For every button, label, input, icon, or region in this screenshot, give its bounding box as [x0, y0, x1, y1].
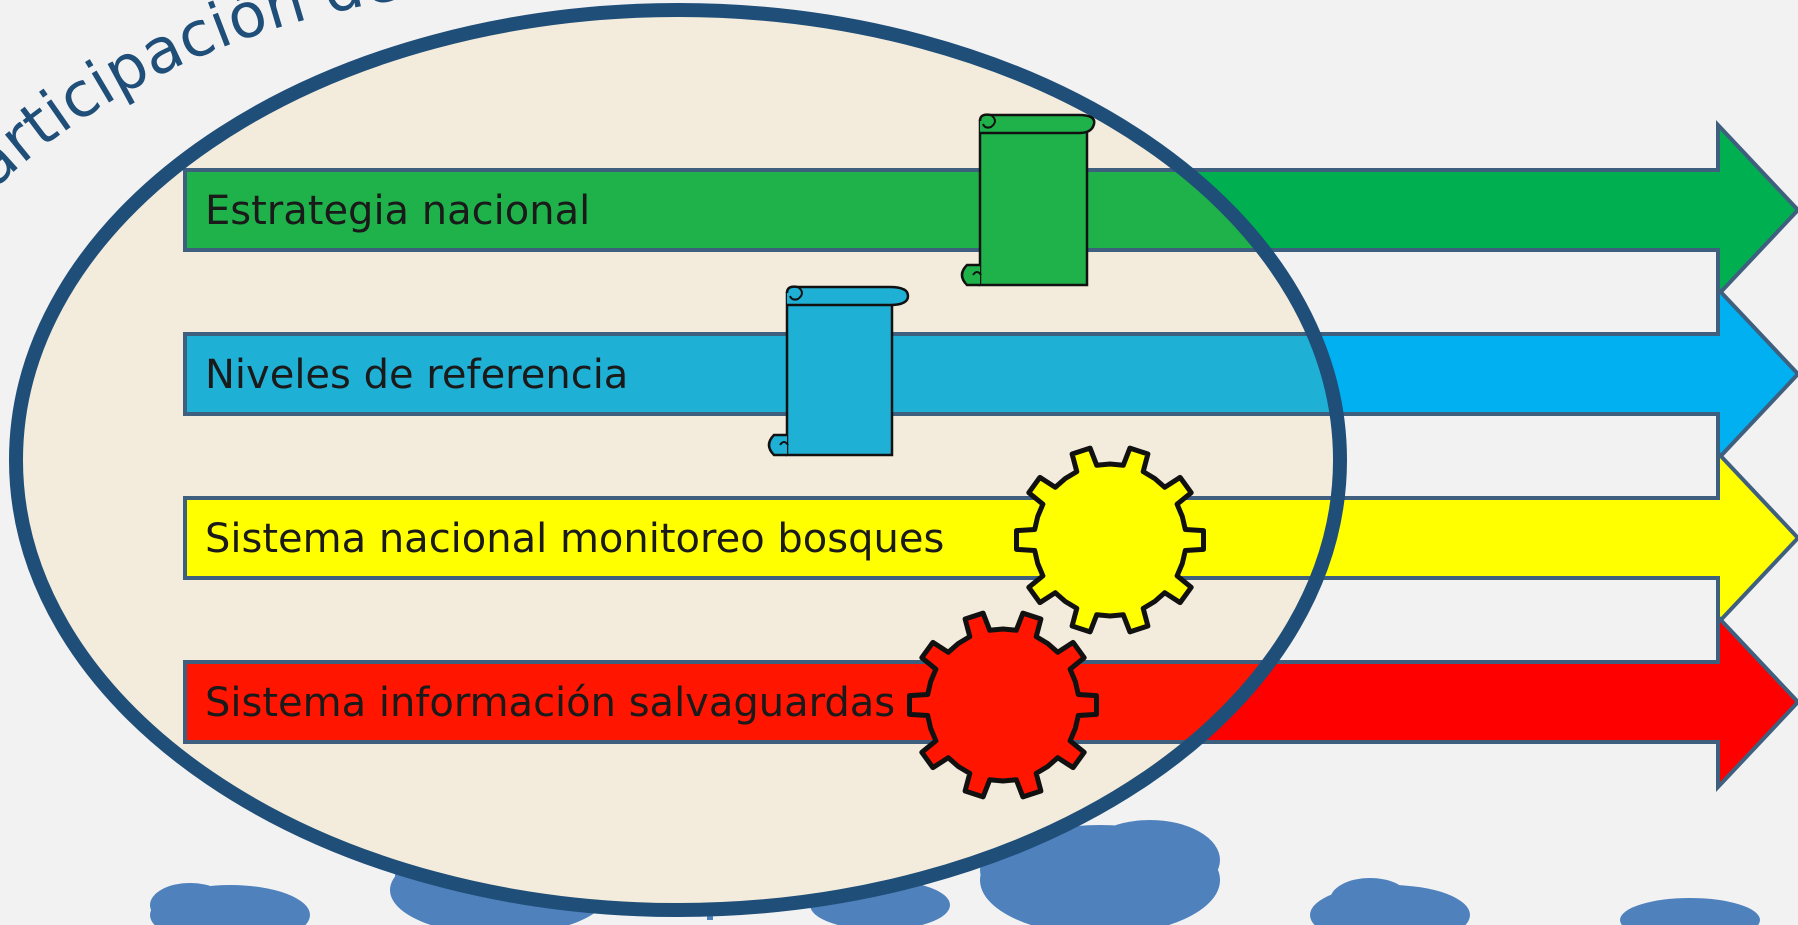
- gear-group: [907, 445, 1206, 800]
- tree-silhouette: [1310, 878, 1470, 925]
- scroll-icon: [960, 113, 1096, 287]
- gear-icon: [907, 610, 1099, 800]
- row-bar: [187, 172, 1340, 248]
- participation-ellipse-outline: [9, 3, 1347, 917]
- tree-silhouette: [1620, 898, 1760, 925]
- process-row: Niveles de referencia: [183, 283, 1798, 465]
- tree-silhouette: [980, 820, 1220, 925]
- process-row: Sistema nacional monitoreo bosques: [183, 447, 1798, 629]
- row-bar: [187, 664, 1340, 740]
- row-label: Estrategia nacional: [205, 188, 590, 234]
- row-label: Niveles de referencia: [205, 352, 628, 398]
- row-label: Sistema nacional monitoreo bosques: [205, 516, 944, 562]
- scroll-icon: [767, 285, 910, 457]
- tree-silhouette: [150, 883, 310, 925]
- gear-icon: [1014, 445, 1206, 635]
- row-bar: [187, 336, 1340, 412]
- row-label: Sistema información salvaguardas: [205, 680, 895, 726]
